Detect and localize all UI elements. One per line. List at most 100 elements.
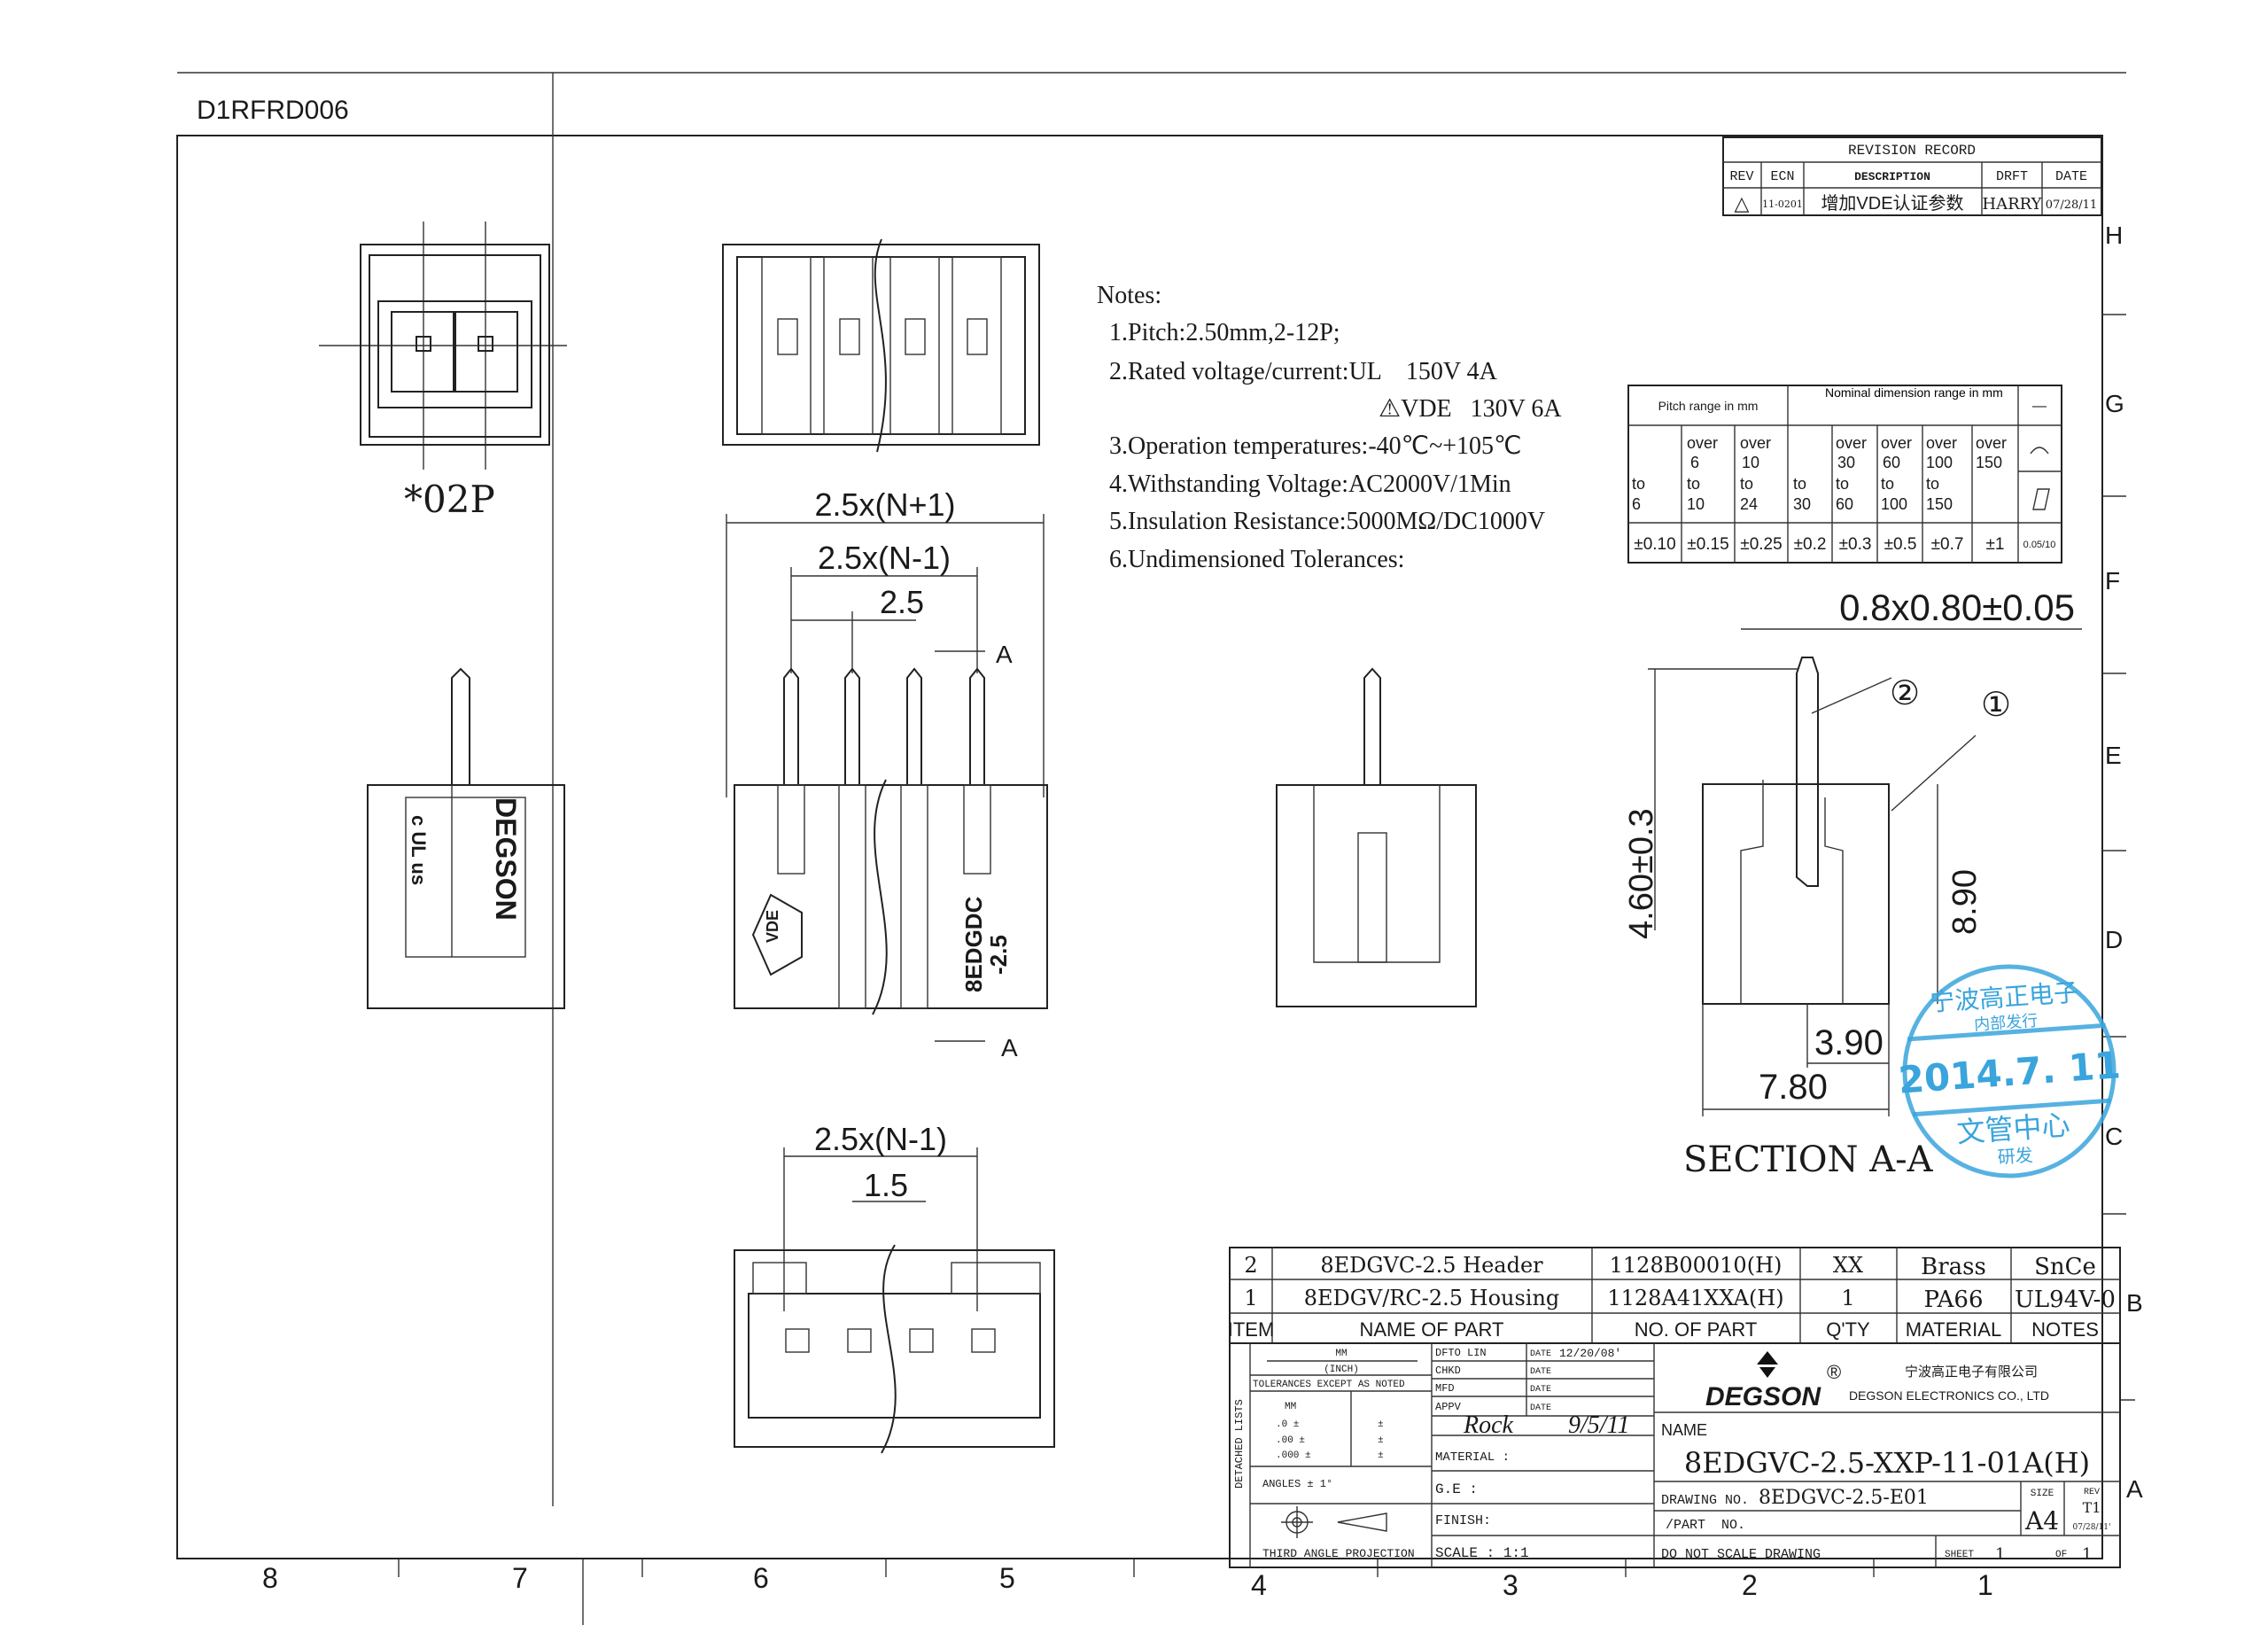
date-label: DATE (1530, 1403, 1551, 1413)
angles-label: ANGLES ± 1° (1262, 1478, 1332, 1490)
range-cell: over (1926, 434, 1957, 452)
units-label: MM (1335, 1349, 1347, 1359)
zone-label: B (2126, 1289, 2143, 1317)
note-item: 3.Operation temperatures:-40℃~+105℃ (1109, 432, 1522, 460)
chkd-label: CHKD (1435, 1365, 1461, 1377)
header-item: ITEM (1228, 1318, 1275, 1341)
section-title: SECTION A-A (1683, 1139, 1934, 1180)
dim-pitch-total: 2.5x(N+1) (814, 486, 955, 523)
approval-date: 9/5/11 (1568, 1411, 1629, 1439)
tolerance-table: Pitch range in mm Nominal dimension rang… (1627, 385, 2062, 564)
third-angle-projection-icon (1281, 1506, 1387, 1538)
title-block: DETACHED LISTS MM (INCH) TOLERANCES EXCE… (1229, 1342, 2121, 1568)
part-item: 2 (1244, 1253, 1257, 1278)
tolerance-value: ±0.2 (1794, 535, 1827, 554)
tol-mm-label: MM (1285, 1402, 1296, 1412)
rev-label: REV (2084, 1488, 2100, 1497)
zone-label: A (2126, 1475, 2143, 1503)
range-cell: 10 (1742, 454, 1759, 471)
tol-pm: ± (1378, 1450, 1384, 1461)
view-02p-top: *02P (319, 222, 567, 521)
drft-header: DRFT (1996, 169, 2028, 184)
company-logo (1757, 1351, 1778, 1378)
nominal-range-header: Nominal dimension range in mm (1825, 386, 2003, 400)
part-no-label: /PART NO. (1666, 1518, 1745, 1533)
rev-value: T1 (2083, 1499, 2101, 1516)
part-material: PA66 (1924, 1287, 1984, 1313)
description-header: DESCRIPTION (1854, 170, 1930, 183)
approval-signature: Rock (1463, 1411, 1514, 1439)
range-cell: to (1740, 475, 1753, 493)
rev-cell: △ (1735, 192, 1750, 214)
note-item: ⚠VDE 130V 6A (1379, 395, 1562, 423)
balloon-2: ② (1890, 673, 1920, 712)
zone-number: 6 (753, 1562, 769, 1594)
notes: Notes: 1.Pitch:2.50mm,2-12P; 2.Rated vol… (1097, 282, 1562, 573)
pitch-dimensions: 2.5x(N+1) 2.5x(N-1) 2.5 A A (726, 486, 1045, 1061)
header-part-no: NO. OF PART (1635, 1318, 1758, 1341)
header-name: NAME OF PART (1360, 1318, 1504, 1341)
note-item: 2.Rated voltage/current:UL 150V 4A (1109, 358, 1498, 385)
rev-date: 07/28/11' (2073, 1523, 2111, 1532)
zone-markers-right: H G F E D C B A (2101, 222, 2143, 1559)
appv-label: APPV (1435, 1401, 1462, 1413)
view-side-marking: DEGSON c UL us (367, 667, 565, 1009)
dim-pin-size: 0.8x0.80±0.05 (1839, 587, 2075, 628)
pitch-range-header: Pitch range in mm (1658, 399, 1759, 413)
dfto-date: 12/20/08' (1559, 1347, 1621, 1360)
stamp-date: 2014.7. 11 (1897, 1043, 2122, 1101)
zone-markers-bottom: 8 7 6 5 4 3 2 1 (262, 1559, 1993, 1601)
drawing-no-label: DRAWING NO. (1661, 1493, 1749, 1508)
vde-marking: VDE (764, 910, 781, 943)
range-cell: over (1881, 434, 1912, 452)
geometric-tolerance-value: 0.05/10 (2023, 540, 2056, 550)
dim-body-depth: 7.80 (1759, 1068, 1828, 1107)
ge-label: G.E : (1435, 1481, 1478, 1497)
range-cell: to (1881, 475, 1894, 493)
range-cell: 150 (1976, 454, 2002, 471)
approval-stamp: 宁波高正电子 内部发行 2014.7. 11 文管中心 研发 (1897, 964, 2122, 1178)
zone-number: 4 (1251, 1569, 1267, 1601)
parallelism-symbol (2032, 488, 2050, 510)
zone-number: 5 (999, 1562, 1015, 1594)
ecn-header: ECN (1770, 169, 1794, 184)
description-cell: 增加VDE认证参数 (1821, 193, 1963, 214)
range-cell: 10 (1687, 495, 1705, 513)
zone-label: G (2105, 390, 2124, 417)
range-cell: 30 (1837, 454, 1855, 471)
part-notes: UL94V-0 (2015, 1287, 2116, 1313)
range-cell: 24 (1740, 495, 1758, 513)
model-marking: 8EDGDC (960, 896, 987, 992)
name-label: NAME (1661, 1421, 1707, 1439)
tol-pm: ± (1378, 1435, 1384, 1446)
flatness-symbol: — (2032, 399, 2047, 414)
stamp-dept: 文管中心 (1955, 1108, 2070, 1149)
drawing-name: 8EDGVC-2.5-XXP-11-01A(H) (1684, 1446, 2090, 1480)
range-cell: 100 (1926, 454, 1953, 471)
zone-number: 1 (1977, 1569, 1993, 1601)
range-cell: 30 (1793, 495, 1811, 513)
range-cell: to (1632, 475, 1645, 493)
range-cell: 6 (1632, 495, 1641, 513)
balloon-1: ① (1981, 685, 2011, 724)
registered-mark: ® (1827, 1361, 1841, 1383)
sheet-number: 1 (1995, 1545, 2005, 1564)
no-scale-note: DO NOT SCALE DRAWING (1661, 1547, 1821, 1562)
zone-number: 2 (1742, 1569, 1758, 1601)
dim-bottom-pitch: 1.5 (864, 1167, 908, 1203)
tol-pm: ± (1378, 1419, 1384, 1430)
range-cell: 60 (1883, 454, 1900, 471)
projection-label: THIRD ANGLE PROJECTION (1262, 1547, 1415, 1560)
zone-number: 8 (262, 1562, 278, 1594)
date-label: DATE (1530, 1349, 1551, 1359)
sheet-total: 1 (2082, 1545, 2092, 1564)
zone-label: C (2105, 1123, 2123, 1150)
range-cell: 6 (1690, 454, 1699, 471)
drft-cell: HARRY (1982, 195, 2042, 214)
tolerance-value: ±0.5 (1884, 535, 1917, 554)
date-label: DATE (1530, 1385, 1551, 1395)
zone-label: E (2105, 742, 2122, 769)
range-cell: 150 (1926, 495, 1953, 513)
zone-label: F (2105, 567, 2120, 595)
